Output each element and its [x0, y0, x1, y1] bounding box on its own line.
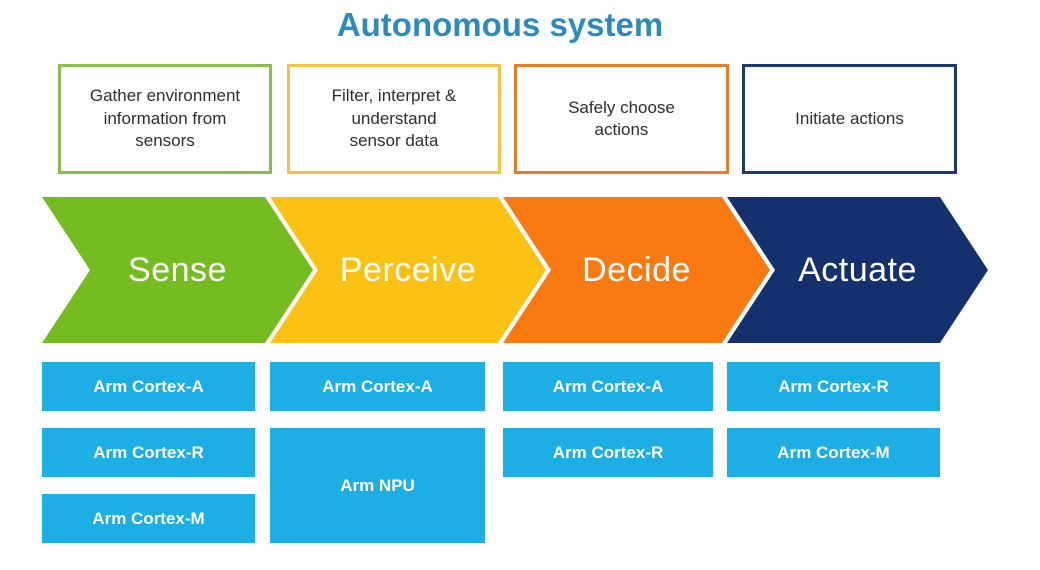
- page-title: Autonomous system: [336, 6, 664, 43]
- chip-actuate-cortex-r: Arm Cortex-R: [727, 362, 940, 411]
- chip-column-actuate: Arm Cortex-R Arm Cortex-M: [727, 362, 940, 494]
- chip-perceive-cortex-a: Arm Cortex-A: [270, 362, 485, 411]
- chip-column-decide: Arm Cortex-A Arm Cortex-R: [503, 362, 713, 494]
- chip-column-perceive: Arm Cortex-A Arm NPU: [270, 362, 485, 560]
- description-text-perceive: Filter, interpret & understand sensor da…: [331, 86, 457, 151]
- description-box-actuate: Initiate actions: [742, 64, 957, 174]
- chip-column-sense: Arm Cortex-A Arm Cortex-R Arm Cortex-M: [42, 362, 255, 560]
- description-box-decide: Safely choose actions: [514, 64, 729, 174]
- chip-perceive-npu: Arm NPU: [270, 428, 485, 543]
- chevron-label-actuate: Actuate: [798, 251, 917, 289]
- chip-decide-cortex-r: Arm Cortex-R: [503, 428, 713, 477]
- description-text-sense: Gather environment information from sens…: [89, 86, 241, 151]
- description-box-perceive: Filter, interpret & understand sensor da…: [287, 64, 501, 174]
- chip-decide-cortex-a: Arm Cortex-A: [503, 362, 713, 411]
- description-box-sense: Gather environment information from sens…: [58, 64, 272, 174]
- chevron-label-decide: Decide: [582, 251, 691, 289]
- description-text-actuate: Initiate actions: [795, 108, 904, 128]
- chip-sense-cortex-a: Arm Cortex-A: [42, 362, 255, 411]
- description-text-decide: Safely choose actions: [568, 97, 675, 139]
- chevron-perceive-shape: [270, 197, 546, 343]
- chevron-decide-shape: [503, 197, 770, 343]
- process-arrows: [42, 197, 988, 343]
- chip-actuate-cortex-m: Arm Cortex-M: [727, 428, 940, 477]
- chevron-actuate-shape: [727, 197, 988, 343]
- chevron-label-sense: Sense: [128, 251, 227, 289]
- chip-sense-cortex-m: Arm Cortex-M: [42, 494, 255, 543]
- chevron-sense-shape: [42, 197, 313, 343]
- chevron-label-perceive: Perceive: [339, 251, 477, 289]
- chip-sense-cortex-r: Arm Cortex-R: [42, 428, 255, 477]
